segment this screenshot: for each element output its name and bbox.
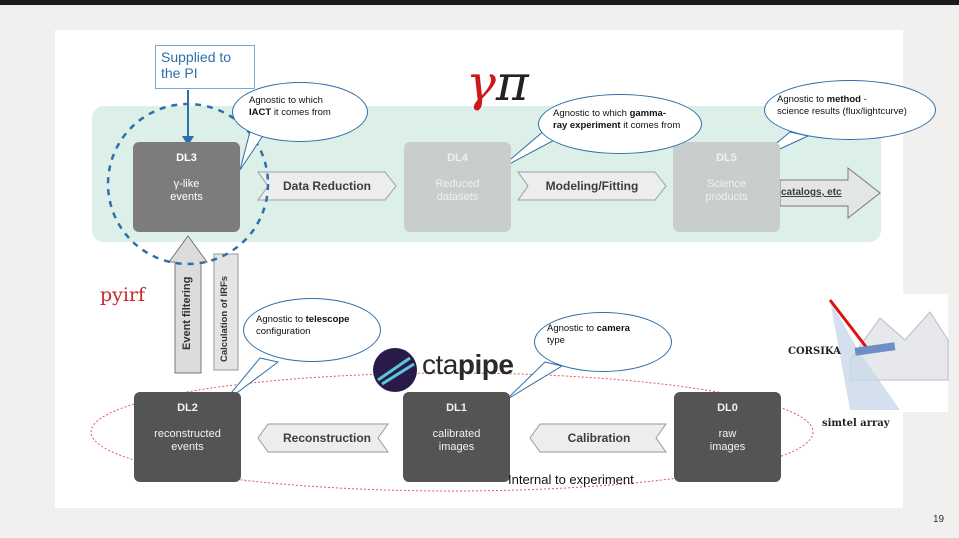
event-filtering-arrow [168,235,208,374]
telescope-bubble-pre: Agnostic to [256,314,303,325]
dl5-box: DL5 Science products [673,142,780,232]
data-reduction-label: Data Reduction [282,179,371,193]
dl5-level: DL5 [716,152,737,164]
dl4-desc: Reduced datasets [435,178,480,203]
ctapipe-suffix: pipe [457,349,514,380]
dl3-level: DL3 [176,152,197,164]
dl3-box: DL3 γ-like events [133,142,240,232]
top-bar [0,0,959,5]
gammapy-pi: π [495,54,529,112]
cosmic-shower [828,299,872,353]
dl2-box: DL2 reconstructed events [134,392,241,482]
modeling-fitting-label: Modeling/Fitting [545,179,639,193]
dl1-box: DL1 calibrated images [403,392,510,482]
dl3-dashed-circle [106,102,270,266]
supplied-to-pi-box: Supplied to the PI [155,45,255,89]
modeling-fitting-arrow [517,171,667,201]
telescope-bubble-bold: telescope [305,314,350,325]
camera-bubble-line2: type [547,335,565,346]
camera-bubble-tail [505,361,564,401]
catalogs-label: catalogs, etc [781,187,842,198]
dl5-desc: Science products [705,178,748,203]
gamma-bubble-post: it comes from [623,120,681,131]
catalogs-arrow [779,166,881,220]
dl2-desc: reconstructed events [154,428,221,453]
event-filtering-label: Event filtering [181,276,193,350]
light-cone [830,300,900,410]
method-bubble-line2: science results (flux/lightcurve) [777,106,907,117]
corsika-label: CORSIKA [788,346,841,357]
camera-bubble-line1: Agnostic to camera [547,323,671,335]
ctapipe-logo-text: ctapipe [422,349,514,381]
dl0-desc: raw images [709,428,746,453]
dl2-level: DL2 [177,402,198,414]
gamma-bubble-line1: Agnostic to which gamma- [553,108,701,120]
gammapy-gamma: γ [466,54,496,112]
iact-bubble-bold: IACT [249,107,272,118]
dl4-level: DL4 [447,152,468,164]
telescope-array-icon [854,342,896,356]
method-bubble-dash: - [863,94,867,105]
ctapipe-prefix: cta [422,349,458,380]
dl0-box: DL0 raw images [674,392,781,482]
reconstruction-label: Reconstruction [282,431,371,445]
dl3-desc: γ-like events [170,178,203,203]
irfs-label: Calculation of IRFs [219,275,230,362]
gammapy-logo: γπ [466,58,529,108]
iact-bubble-line1: Agnostic to which [249,95,323,106]
method-bubble-pre: Agnostic to [777,94,824,105]
dl1-level: DL1 [446,402,467,414]
page-number: 19 [933,514,945,525]
internal-label: Internal to experiment [508,472,634,487]
dl4-box: DL4 Reduced datasets [404,142,511,232]
gamma-bubble-line2: ray experiment it comes from [553,120,701,132]
gamma-bubble-bold1: gamma- [629,108,667,119]
iact-bubble: Agnostic to which IACT it comes from [232,82,368,142]
dl1-desc: calibrated images [432,428,481,453]
gamma-bubble-bold2: ray experiment [553,120,621,131]
gamma-bubble: Agnostic to which gamma- ray experiment … [538,94,702,154]
reconstruction-arrow [257,423,389,453]
telescope-bubble-line2: configuration [256,326,311,337]
iact-bubble-post: it comes from [273,107,331,118]
supplied-arrow-head [182,136,194,146]
internal-boundary [90,372,814,492]
iact-bubble-line2: IACT it comes from [249,107,367,119]
dl0-level: DL0 [717,402,738,414]
gamma-bubble-pre: Agnostic to which [553,108,627,119]
method-bubble-line1: Agnostic to method - [777,94,935,106]
camera-bubble-bold: camera [596,323,630,334]
simtel-label: simtel array [822,418,890,429]
method-bubble: Agnostic to method - science results (fl… [764,80,936,140]
calibration-arrow [529,423,667,453]
calibration-label: Calibration [567,431,631,445]
method-bubble-bold: method [826,94,861,105]
ctapipe-logo-streak [377,356,415,386]
telescope-bubble-line1: Agnostic to telescope [256,314,380,326]
pyirf-label: pyirf [100,284,146,306]
camera-bubble: Agnostic to camera type [534,312,672,372]
camera-bubble-pre: Agnostic to [547,323,594,334]
telescope-bubble: Agnostic to telescope configuration [243,298,381,362]
